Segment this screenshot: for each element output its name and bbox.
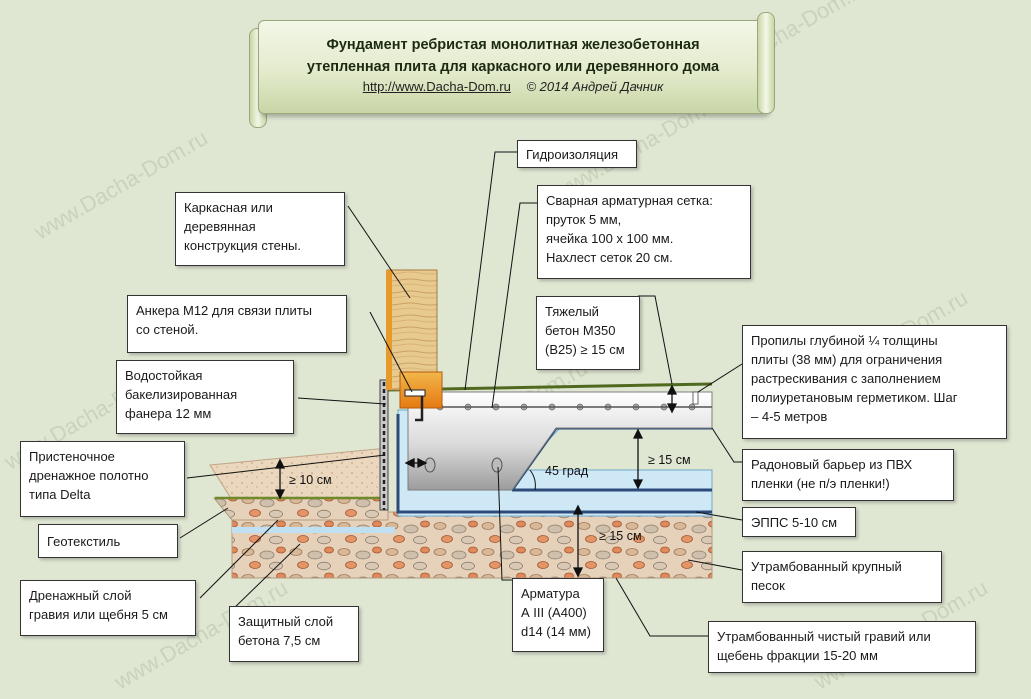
title-meta: http://www.Dacha-Dom.ru © 2014 Андрей Да… <box>259 79 767 94</box>
callout-drainage-sheet: Пристеночное дренажное полотно типа Delt… <box>20 441 185 517</box>
title-line-1: Фундамент ребристая монолитная железобет… <box>326 37 700 53</box>
dimension-soil-label: ≥ 10 см <box>289 473 332 487</box>
radon-barrier <box>396 414 712 514</box>
saw-cut <box>692 391 699 405</box>
callout-sand: Утрамбованный крупный песок <box>742 551 942 603</box>
callout-protective-layer: Защитный слой бетона 7,5 см <box>229 606 359 662</box>
dimension-base-label: ≥ 15 см <box>599 529 642 543</box>
concrete-slab <box>407 391 713 491</box>
callout-rebar: Арматура А III (А400) d14 (14 мм) <box>512 578 604 652</box>
callout-plywood: Водостойкая бакелизированная фанера 12 м… <box>116 360 294 434</box>
callout-radon: Радоновый барьер из ПВХ пленки (не п/э п… <box>742 449 954 501</box>
angle-arc <box>529 469 536 491</box>
drainage-gravel-layer <box>213 497 389 521</box>
site-link[interactable]: http://www.Dacha-Dom.ru <box>362 79 511 94</box>
callout-anchor: Анкера М12 для связи плиты со стеной. <box>127 295 347 353</box>
callout-gravel-base: Утрамбованный чистый гравий или щебень ф… <box>708 621 976 673</box>
callout-epps: ЭППС 5-10 см <box>742 507 856 537</box>
callout-mesh: Сварная арматурная сетка: пруток 5 мм, я… <box>537 185 751 279</box>
callout-gravel-layer: Дренажный слой гравия или щебня 5 см <box>20 580 196 636</box>
dimension-arrows <box>274 384 678 578</box>
title-banner: Фундамент ребристая монолитная железобет… <box>258 20 768 114</box>
anchor-plate <box>404 389 426 397</box>
callout-concrete: Тяжелый бетон М350 (В25) ≥ 15 см <box>536 296 640 370</box>
leader-lines <box>179 151 743 637</box>
scroll-curl-right <box>757 12 775 114</box>
callout-waterproofing: Гидроизоляция <box>517 140 637 168</box>
callout-saw-cuts: Пропилы глубиной ¼ толщины плиты (38 мм)… <box>742 325 1007 439</box>
rebar-bar <box>424 457 436 473</box>
wall-edge-strip <box>386 270 392 390</box>
callout-geotextile: Геотекстиль <box>38 524 178 558</box>
copyright-text: © 2014 Андрей Дачник <box>526 79 664 94</box>
dimension-angle-label: 45 град <box>545 464 589 478</box>
dimension-rib-label: ≥ 15 см <box>648 453 691 467</box>
rebar-bar <box>491 457 503 473</box>
wall-timber <box>386 269 438 391</box>
title-line-2: утепленная плита для каркасного или дере… <box>306 59 720 75</box>
callout-wall: Каркасная или деревянная конструкция сте… <box>175 192 345 266</box>
